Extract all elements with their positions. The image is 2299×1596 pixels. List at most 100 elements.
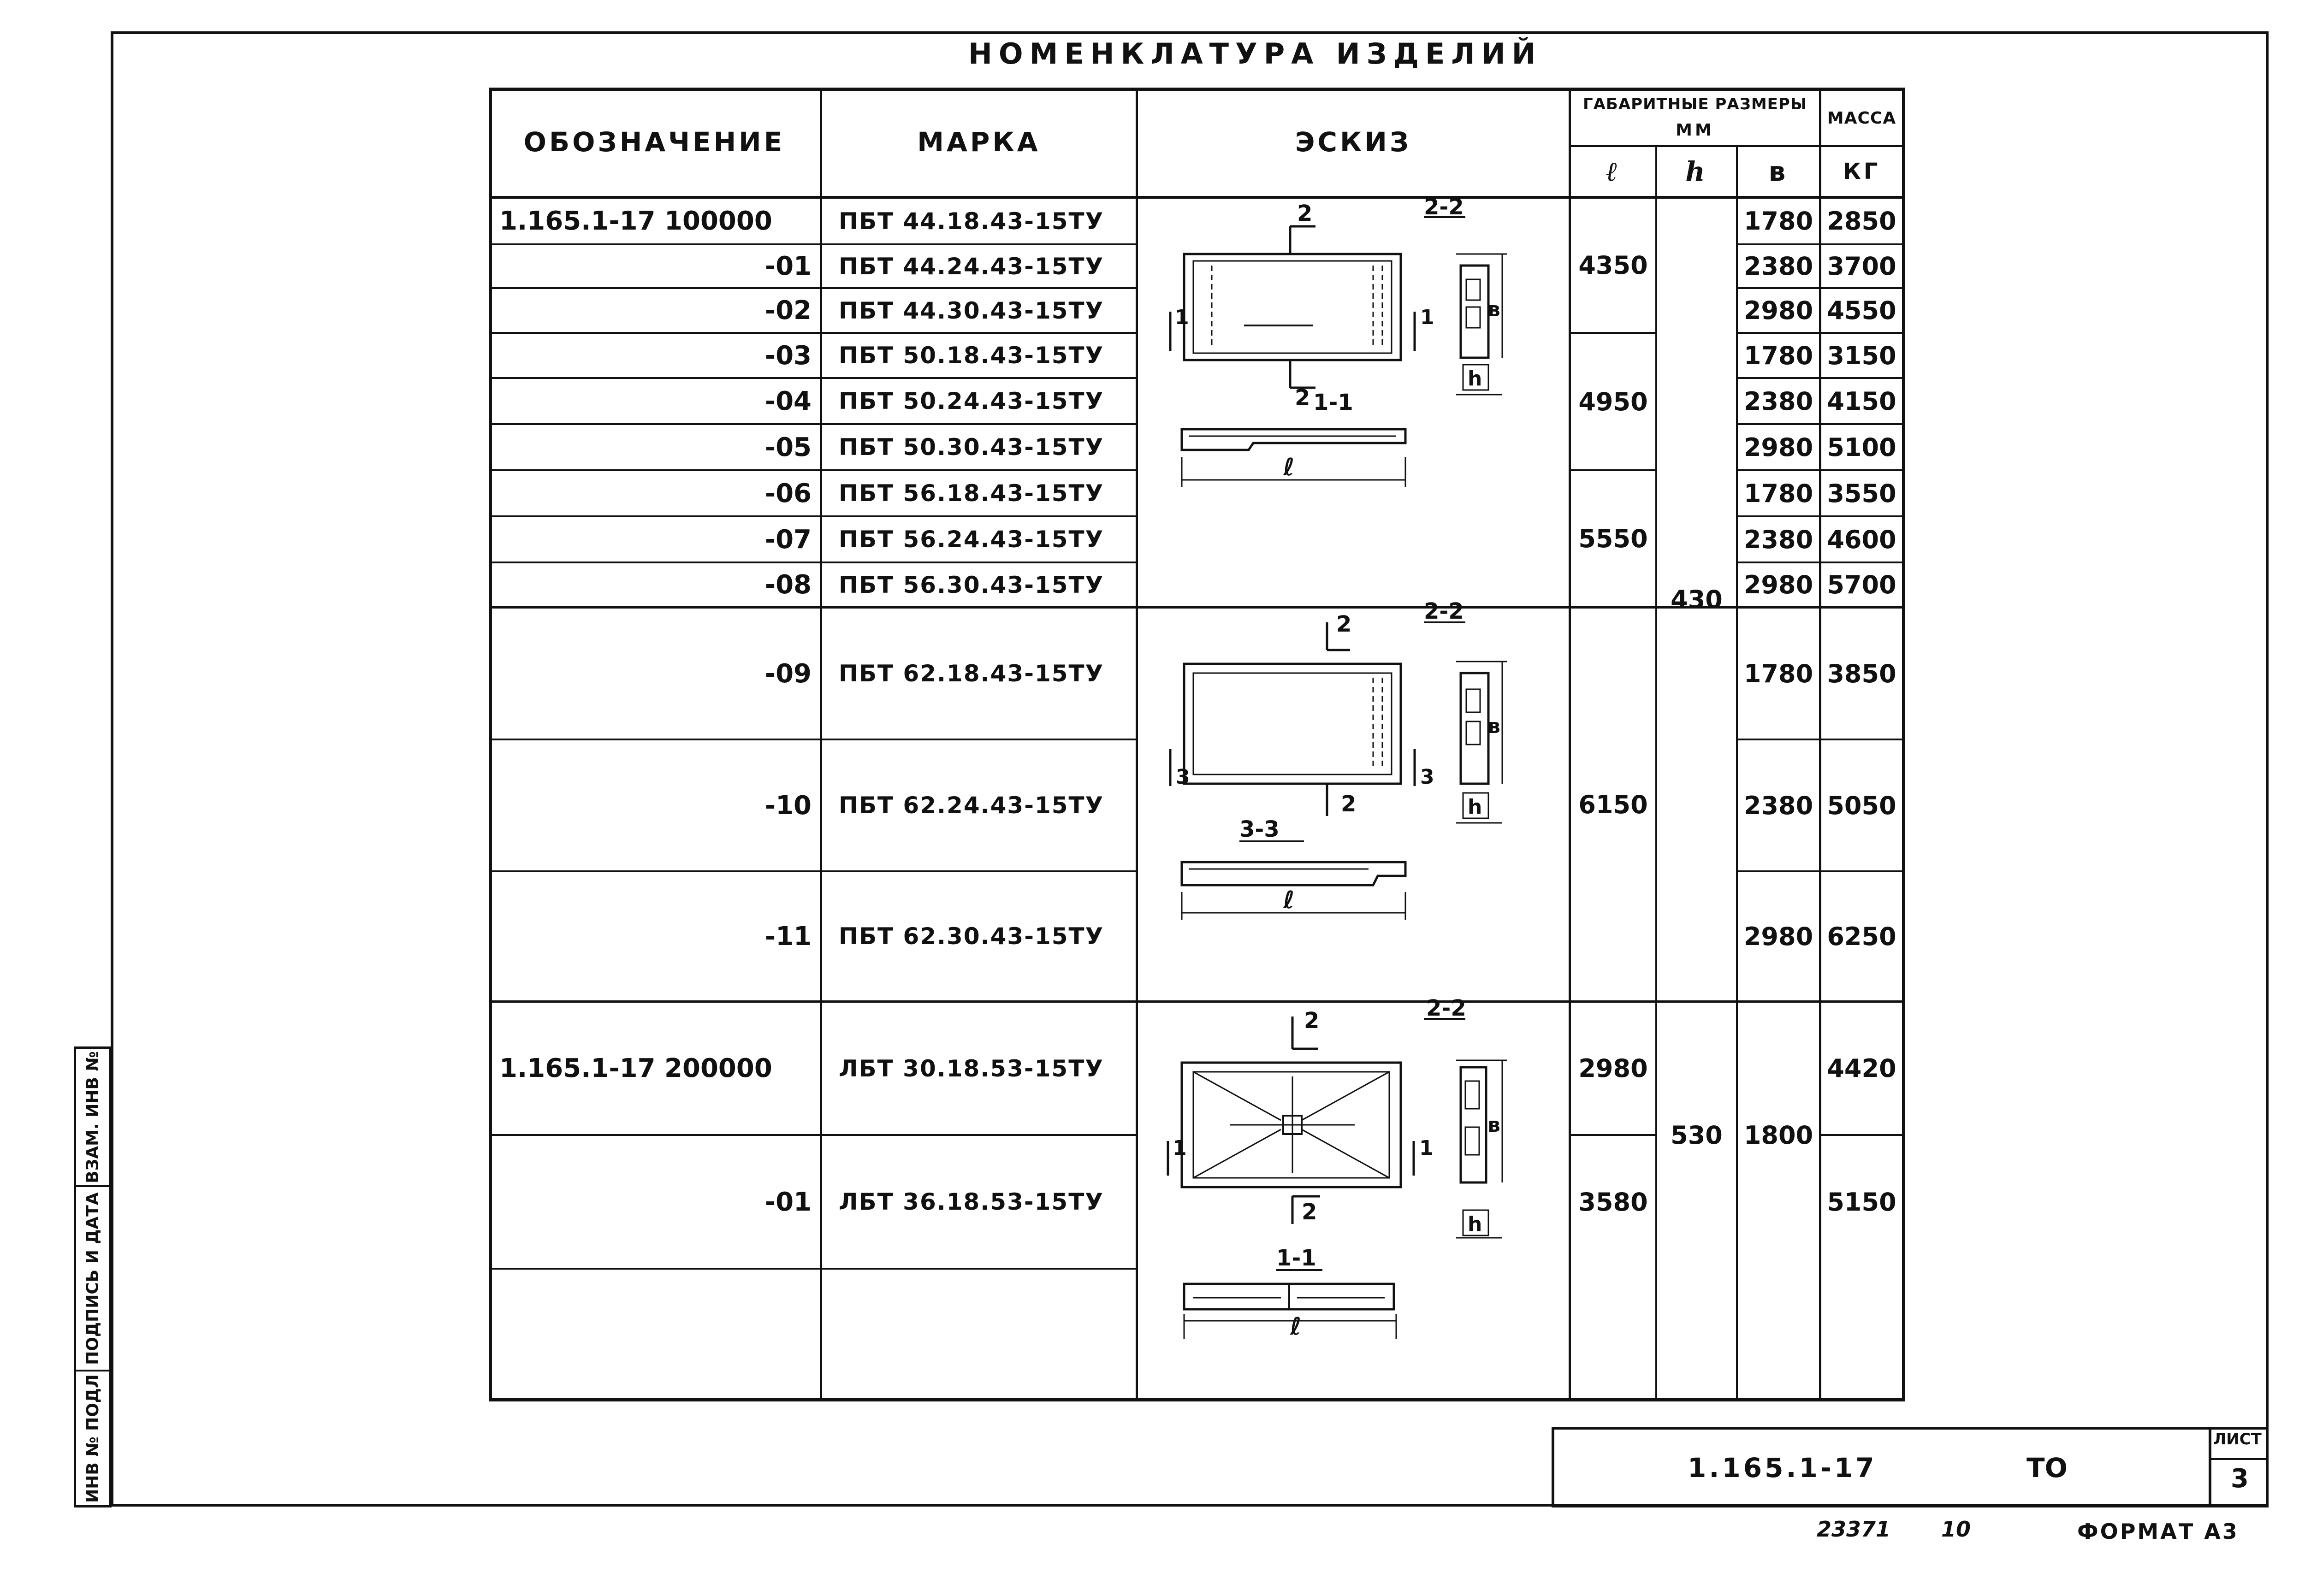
row-designation: -11: [764, 921, 812, 952]
sketch2-label-b: в: [1487, 715, 1500, 738]
sketch2-section-33: 3-3: [1239, 816, 1280, 842]
sketch1-label-b: в: [1487, 298, 1500, 321]
title-block: [1552, 1427, 2269, 1507]
row-b: 2380: [1743, 386, 1813, 416]
row-b: 2980: [1743, 432, 1813, 462]
document-type: ТО: [2026, 1452, 2068, 1484]
sketch-pbt-44-56: 2 2 2-2 1-1 1 1 h в ℓ: [1169, 194, 1507, 487]
row-mark: ЛБТ 36.18.53-15ТУ: [839, 1188, 1104, 1215]
row-mark: ПБТ 50.18.43-15ТУ: [839, 342, 1104, 369]
drawing-frame: [111, 31, 2269, 1507]
side-cell-signature: ПОДПИСЬ И ДАТА: [76, 1187, 109, 1371]
row-mark: ПБТ 44.18.43-15ТУ: [839, 207, 1104, 235]
sketch1-label-h: h: [1468, 367, 1482, 390]
header-l: ℓ: [1606, 156, 1620, 187]
row-mass: 4420: [1827, 1054, 1896, 1083]
row-mark: ЛБТ 30.18.53-15ТУ: [839, 1055, 1104, 1082]
row-b: 2380: [1743, 791, 1813, 820]
sketch3-label-2a: 2: [1304, 1008, 1319, 1034]
sketch1-label-2b: 2: [1295, 385, 1310, 411]
header-mass: МАССА: [1827, 109, 1896, 128]
sketch2-label-3a: 3: [1176, 765, 1190, 789]
paper-format: ФОРМАТ А3: [2077, 1519, 2239, 1544]
sketch2-section-22: 2-2: [1424, 598, 1464, 624]
inventory-number: 23371: [1817, 1517, 1891, 1542]
header-mark: МАРКА: [917, 126, 1041, 158]
sketch3-label-1b: 1: [1419, 1136, 1434, 1160]
row-mass: 6250: [1827, 922, 1896, 951]
row-designation: -03: [764, 340, 812, 371]
sketch2-label-2a: 2: [1336, 611, 1351, 637]
sketch1-section-22: 2-2: [1424, 194, 1464, 220]
sketch1-label-l: ℓ: [1283, 454, 1295, 481]
row-b: 2380: [1743, 525, 1813, 554]
row-mass: 5100: [1827, 432, 1896, 462]
row-designation: -05: [764, 432, 812, 462]
side-stamp: ВЗАМ. ИНВ № ПОДПИСЬ И ДАТА ИНВ № ПОДЛ: [74, 1046, 112, 1507]
sheet-box: [2209, 1427, 2269, 1507]
row-designation: -01: [764, 1187, 812, 1217]
header-designation: ОБОЗНАЧЕНИЕ: [523, 126, 785, 158]
page-title: НОМЕНКЛАТУРА ИЗДЕЛИЙ: [968, 37, 1542, 71]
row-b: 1780: [1743, 207, 1813, 236]
side-label-replacement: ВЗАМ. ИНВ №: [83, 1051, 102, 1183]
l-3580: 3580: [1578, 1187, 1648, 1217]
row-mark: ПБТ 50.24.43-15ТУ: [839, 388, 1104, 414]
row-mark: ПБТ 62.18.43-15ТУ: [839, 660, 1104, 687]
sketch3-label-l: ℓ: [1290, 1313, 1302, 1341]
side-cell-replacement: ВЗАМ. ИНВ №: [76, 1049, 109, 1187]
sketch1-label-2a: 2: [1297, 201, 1312, 226]
row-b: 2980: [1743, 570, 1813, 599]
row-mass: 3150: [1827, 341, 1896, 370]
row-designation: -08: [764, 570, 812, 600]
sketch-lbt: 2 2 2-2 1-1 1 1 h в ℓ: [1167, 995, 1507, 1341]
row-b: 1780: [1743, 479, 1813, 508]
side-cell-original: ИНВ № ПОДЛ: [76, 1371, 109, 1505]
sketch1-label-1a: 1: [1175, 306, 1189, 329]
row-designation: -02: [764, 296, 812, 325]
header-b: в: [1768, 156, 1789, 187]
row-mass: 3550: [1827, 479, 1896, 508]
header-sketch: ЭСКИЗ: [1295, 126, 1412, 158]
l-2980: 2980: [1578, 1054, 1648, 1083]
sheet-label: ЛИСТ: [2213, 1430, 2262, 1448]
sketch1-section-11: 1-1: [1313, 390, 1353, 415]
row-mark: ПБТ 56.30.43-15ТУ: [839, 571, 1104, 598]
b-1800: 1800: [1743, 1121, 1813, 1150]
row-mass: 4600: [1827, 525, 1896, 554]
row-mass: 5700: [1827, 570, 1896, 599]
sheet-number: 3: [2231, 1464, 2249, 1494]
h-430: 430: [1671, 585, 1723, 614]
row-mass: 4150: [1827, 386, 1896, 416]
row-designation: 1.165.1-17 200000: [499, 1053, 772, 1083]
sketch-pbt-62: 2 2 2-2 3-3 3 3 h в ℓ: [1169, 598, 1507, 920]
sketch3-label-2b: 2: [1302, 1199, 1317, 1225]
row-designation: -09: [764, 658, 812, 689]
row-mass: 4550: [1827, 296, 1896, 325]
row-mark: ПБТ 44.24.43-15ТУ: [839, 253, 1104, 280]
sketch3-label-1a: 1: [1173, 1136, 1187, 1160]
row-mark: ПБТ 62.30.43-15ТУ: [839, 923, 1104, 950]
side-label-signature: ПОДПИСЬ И ДАТА: [83, 1192, 102, 1365]
row-b: 2980: [1743, 296, 1813, 325]
l-5550: 5550: [1578, 524, 1648, 553]
row-mark: ПБТ 62.24.43-15ТУ: [839, 792, 1104, 819]
sketch2-label-l: ℓ: [1283, 887, 1295, 914]
sketch3-section-11: 1-1: [1276, 1245, 1316, 1271]
row-mass: 5050: [1827, 791, 1896, 820]
row-mass: 2850: [1827, 207, 1896, 236]
row-designation: 1.165.1-17 100000: [499, 206, 772, 236]
row-b: 2380: [1743, 252, 1813, 281]
l-6150: 6150: [1578, 790, 1648, 819]
row-mark: ПБТ 50.30.43-15ТУ: [839, 434, 1104, 461]
sketch3-label-b: в: [1487, 1113, 1500, 1137]
sketch2-label-h: h: [1468, 795, 1482, 819]
row-b: 1780: [1743, 659, 1813, 688]
row-designation: -06: [764, 478, 812, 508]
row-b: 1780: [1743, 341, 1813, 370]
row-designation: -10: [764, 790, 812, 821]
sketch2-label-2b: 2: [1341, 791, 1356, 817]
row-mass: 3850: [1827, 659, 1896, 688]
sketch3-section-22: 2-2: [1426, 995, 1466, 1021]
row-designation: -04: [764, 386, 812, 416]
